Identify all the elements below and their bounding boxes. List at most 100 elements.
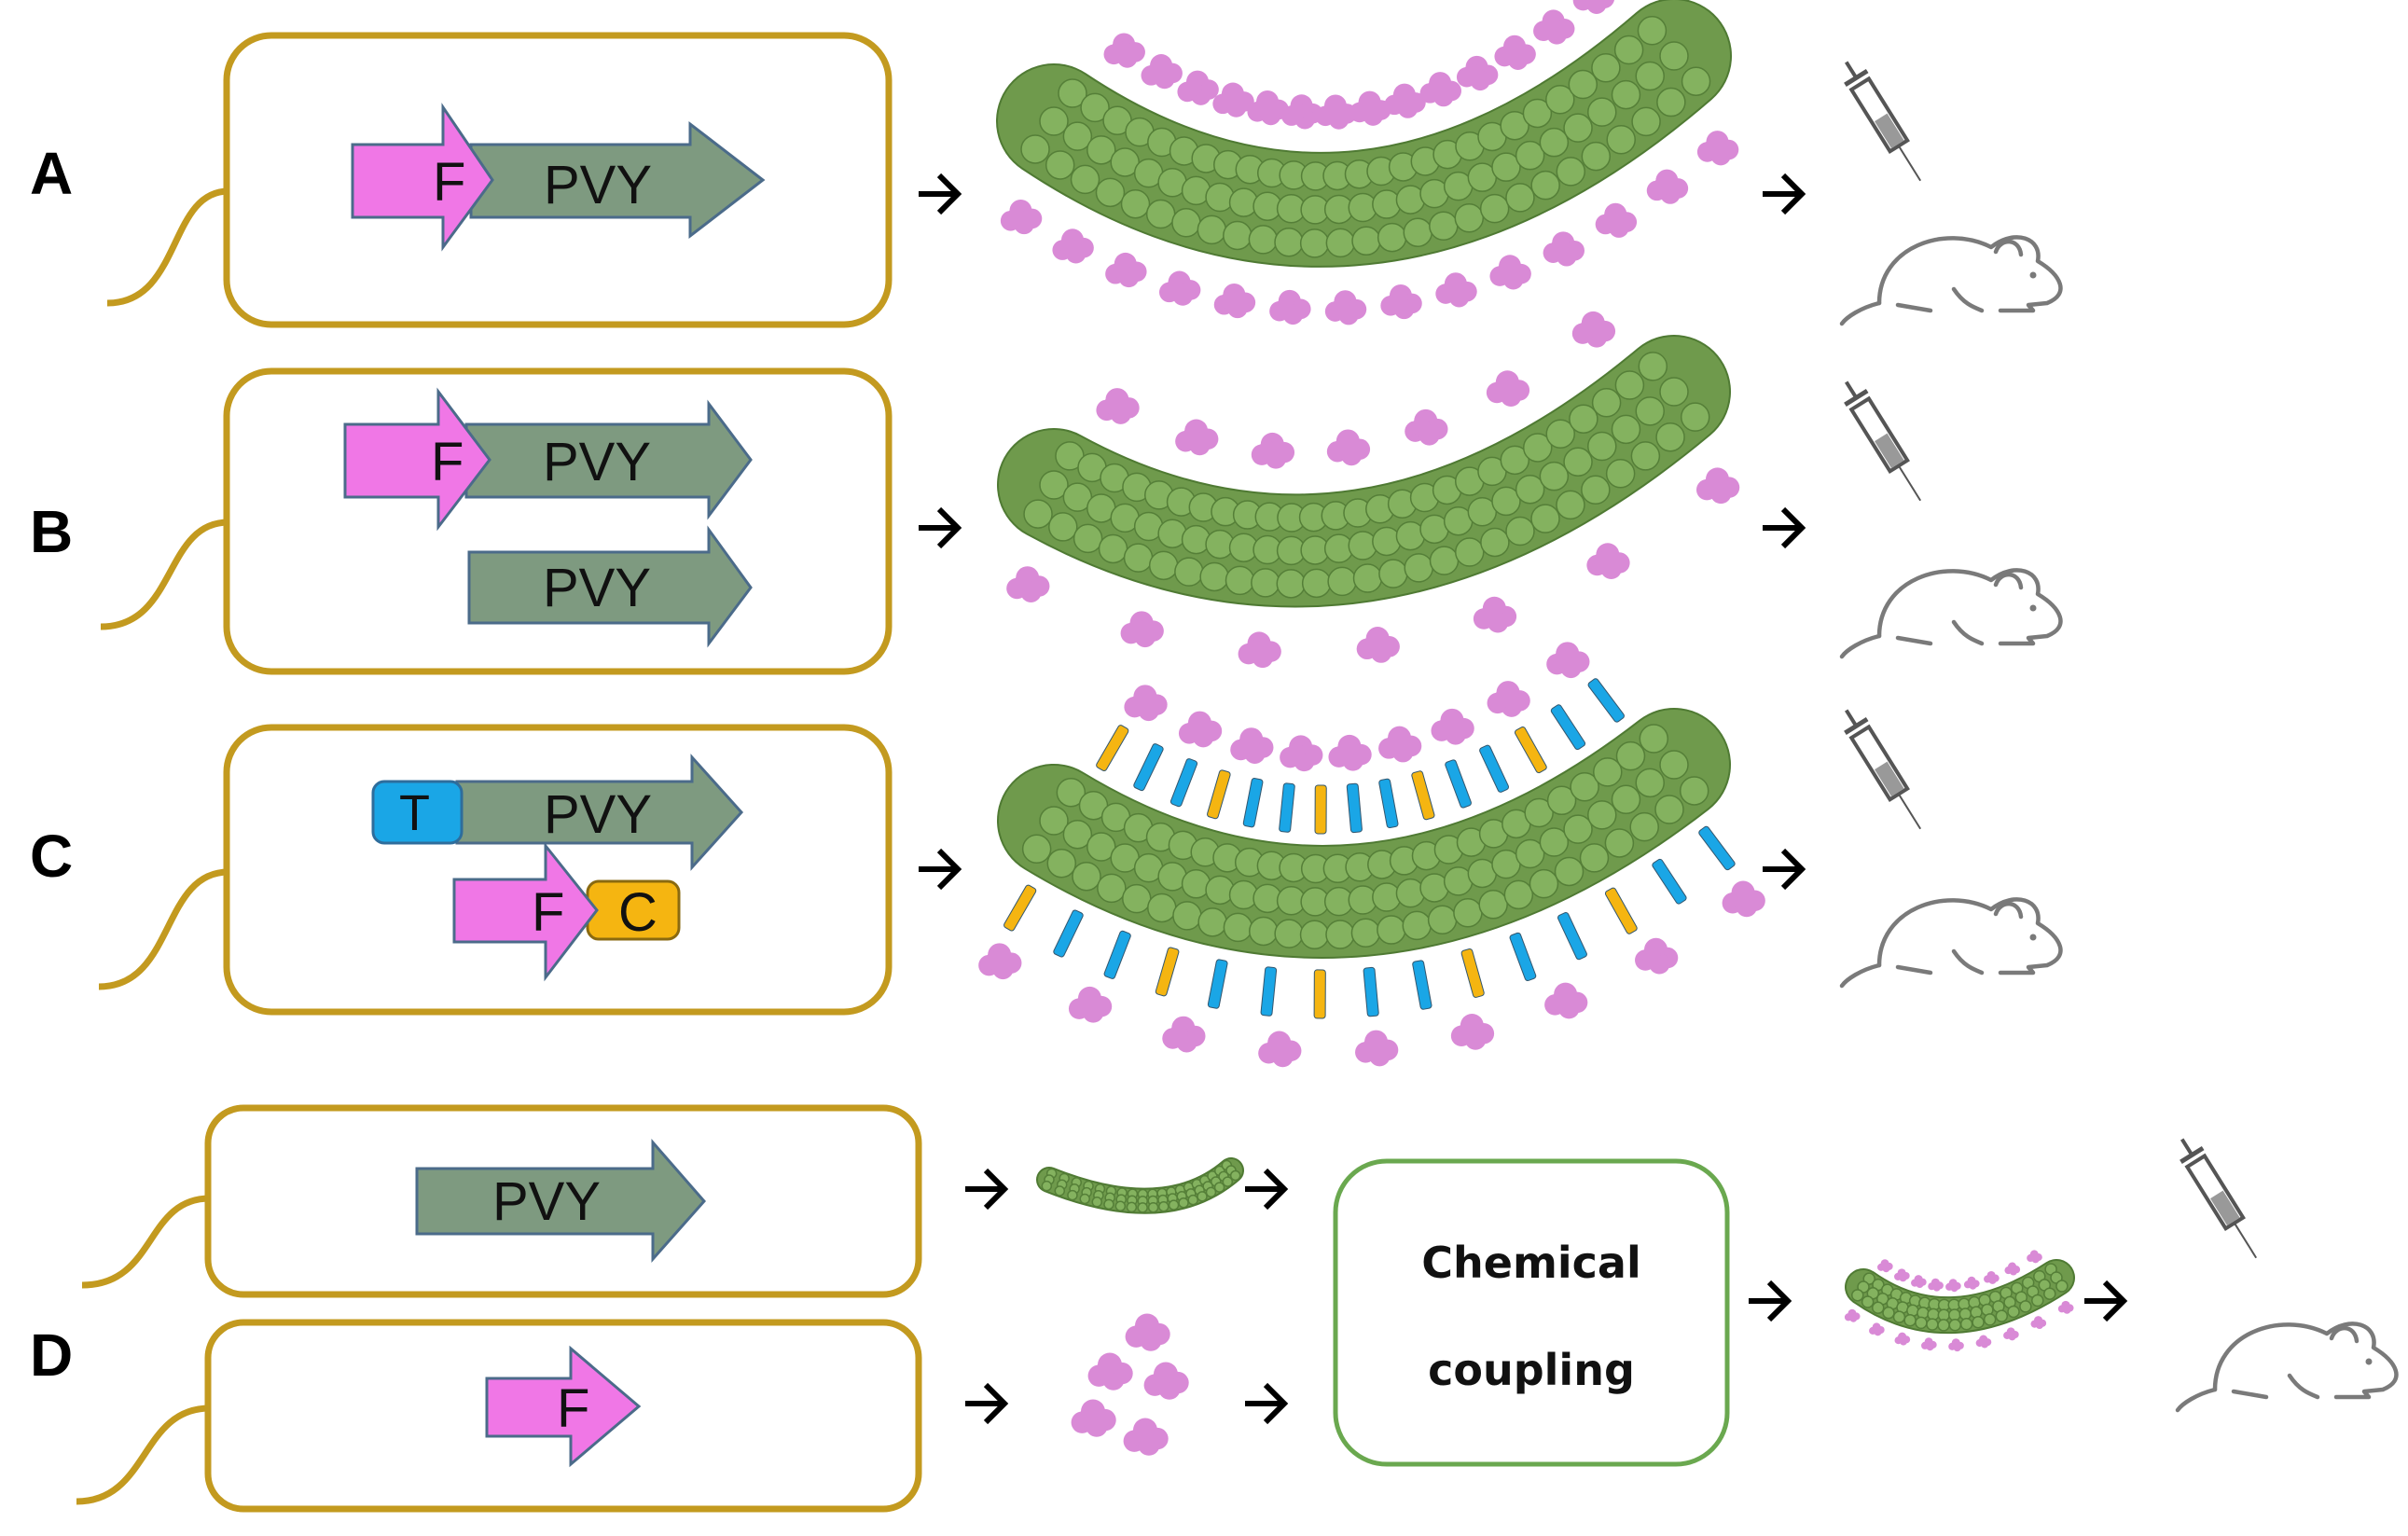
epitope-icon [1125, 1313, 1170, 1351]
f-label-c: F [532, 882, 564, 943]
particle-bead [1039, 470, 1069, 500]
epitope-icon [1378, 726, 1422, 763]
particle-bead [1168, 1199, 1180, 1211]
row-letter-a: A [30, 140, 73, 207]
particle-bead [1505, 183, 1535, 213]
epitope-icon [1646, 169, 1689, 204]
tag-rod [1557, 912, 1587, 961]
epitope-icon [1006, 566, 1050, 602]
epitope-icon [1213, 283, 1256, 319]
vector-tail-a [106, 187, 229, 307]
particle-bead [1229, 1169, 1241, 1182]
particle-bead [1630, 441, 1661, 471]
epitope-icon [1489, 255, 1531, 290]
epitope-icon [1175, 419, 1219, 456]
tag-rod [1587, 678, 1625, 723]
epitope-icon [1087, 1352, 1133, 1391]
particle-bead [1158, 1201, 1169, 1212]
vector-tail-d2 [76, 1405, 211, 1505]
epitope-icon [1177, 70, 1219, 105]
particle-bead [1039, 806, 1069, 836]
particle-bead [1395, 878, 1426, 908]
particle-bead [1023, 499, 1053, 529]
tag-rod [1698, 825, 1736, 871]
particle-bead [1137, 1202, 1148, 1213]
particle-bead [1635, 61, 1665, 91]
arrow-right-icon [1763, 848, 1806, 891]
particle-bead [1556, 157, 1586, 187]
tag-rod [1279, 782, 1295, 833]
particle-bead [1402, 910, 1432, 941]
particle-bead [1569, 404, 1598, 434]
particle-bead [1615, 740, 1646, 771]
epitope-icon [1948, 1338, 1964, 1352]
t-tag [371, 780, 464, 845]
epitope-icon [1123, 1418, 1169, 1456]
epitope-icon [1258, 1031, 1302, 1068]
particle-bead [2007, 1305, 2020, 1319]
particle-bead [1579, 843, 1610, 873]
tag-rod [1169, 758, 1198, 808]
particle-bead [1539, 461, 1570, 491]
epitope-icon [1158, 270, 1201, 306]
epitope-icon [1212, 82, 1254, 118]
particle-bead [1197, 214, 1227, 245]
particle-bead [1062, 121, 1093, 151]
f-arrow-c [452, 841, 599, 982]
particle-bead [1554, 856, 1585, 887]
f-label-d: F [557, 1378, 589, 1439]
particle-bead [1515, 474, 1545, 505]
pvy-label-b2: PVY [543, 558, 651, 618]
epitope-icon [1380, 284, 1422, 320]
particle-bead [1378, 559, 1408, 588]
particle-bead [1054, 1185, 1066, 1197]
particle-bead [1299, 920, 1330, 950]
particle-bead [1072, 861, 1101, 892]
particle-bead [1638, 352, 1668, 381]
epitope-icon [1324, 290, 1367, 325]
epitope-icon [1141, 54, 1183, 90]
tag-rod [1378, 778, 1399, 829]
particle-bead [1045, 150, 1075, 180]
epitope-icon [1247, 90, 1289, 126]
particle-bead [1377, 222, 1407, 253]
particle-bead [1299, 228, 1330, 258]
particle-bead [1174, 557, 1204, 587]
tag-rod [1514, 726, 1547, 774]
particle-bead [1659, 750, 1689, 780]
epitope-icon [2027, 1250, 2042, 1264]
particle-bead [2043, 1287, 2056, 1300]
epitope-icon [1450, 1014, 1495, 1050]
particle-bead [1372, 189, 1402, 219]
particle-bead [1948, 1319, 1962, 1332]
epitope-icon [1384, 83, 1426, 118]
epitope-icon [1269, 289, 1311, 325]
epitope-icon [2057, 1300, 2074, 1314]
row-letter-d: D [30, 1322, 73, 1389]
epitope-icon [1586, 543, 1630, 580]
particle-bead [1145, 199, 1176, 229]
epitope-icon [1096, 388, 1140, 424]
mouse-icon [1839, 897, 2063, 989]
tag-rod [1363, 966, 1379, 1017]
particle-bead [1611, 79, 1641, 110]
particle-bead [1515, 140, 1545, 171]
particle-bead [1545, 84, 1575, 115]
particle-bead [1587, 800, 1617, 830]
pvy-label-c: PVY [544, 784, 652, 845]
particle-bead [1377, 915, 1406, 945]
epitope-icon [1052, 228, 1094, 264]
epitope-icon [1120, 611, 1164, 648]
arrow-right-icon [965, 1168, 1009, 1211]
particle-bead [1274, 227, 1304, 257]
particle-bead [1478, 890, 1508, 920]
syringe-icon [1844, 381, 1922, 502]
particle-bead [1276, 569, 1307, 599]
particle-bead [1225, 565, 1255, 596]
particle-bead [1086, 832, 1116, 862]
epitope-icon [1494, 35, 1536, 70]
arrow-right-icon [2084, 1280, 2128, 1322]
particle-bead [1680, 402, 1710, 432]
epitope-icon [1280, 735, 1323, 772]
tag-rod [1133, 743, 1164, 792]
